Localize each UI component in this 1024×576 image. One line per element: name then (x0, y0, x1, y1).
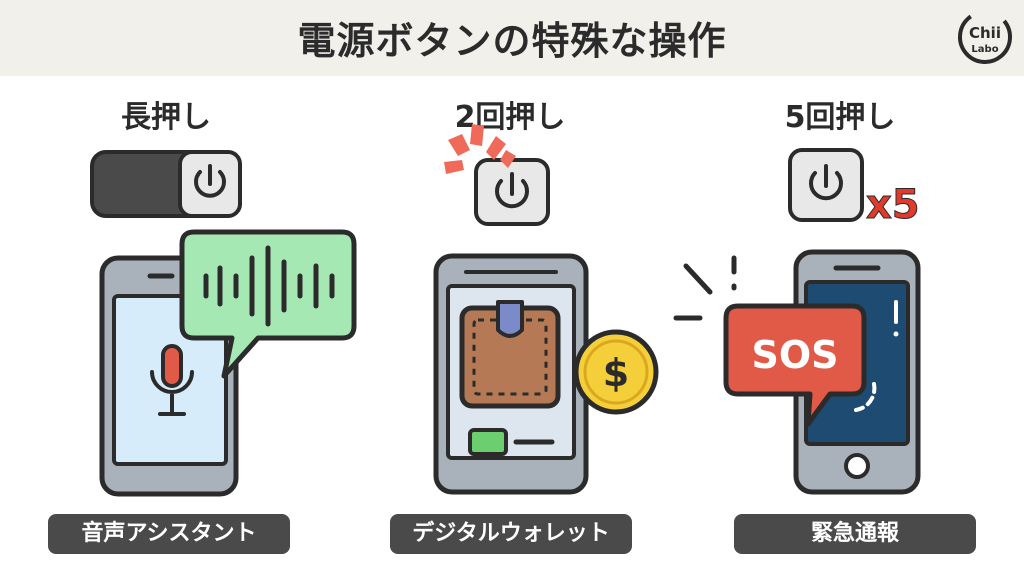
double-press-power-button-icon (444, 124, 550, 226)
sos-text: SOS (751, 333, 838, 377)
five-press-power-button-icon (788, 148, 864, 222)
svg-text:$: $ (603, 351, 629, 395)
dollar-coin-icon: $ (573, 329, 659, 415)
long-press-slider-icon (90, 150, 242, 218)
alert-rays-icon (673, 255, 737, 321)
heading-five-press: 5回押し (784, 100, 896, 135)
logo-text-top: Chii (969, 24, 1001, 42)
heading-long-press: 長押し (121, 100, 211, 135)
press-count-text: x5 (866, 182, 920, 228)
label-digital-wallet: デジタルウォレット (390, 514, 632, 554)
voice-speech-bubble-icon (179, 229, 357, 379)
chii-labo-logo: Chii Labo (958, 10, 1012, 64)
label-voice-assistant: 音声アシスタント (48, 514, 290, 554)
header-bar (0, 0, 1024, 76)
page-title: 電源ボタンの特殊な操作 (297, 19, 727, 63)
label-emergency-call: 緊急通報 (734, 514, 976, 554)
phone-wallet-icon (433, 253, 589, 495)
logo-text-bottom: Labo (971, 44, 998, 55)
sos-speech-bubble-icon (723, 303, 867, 427)
